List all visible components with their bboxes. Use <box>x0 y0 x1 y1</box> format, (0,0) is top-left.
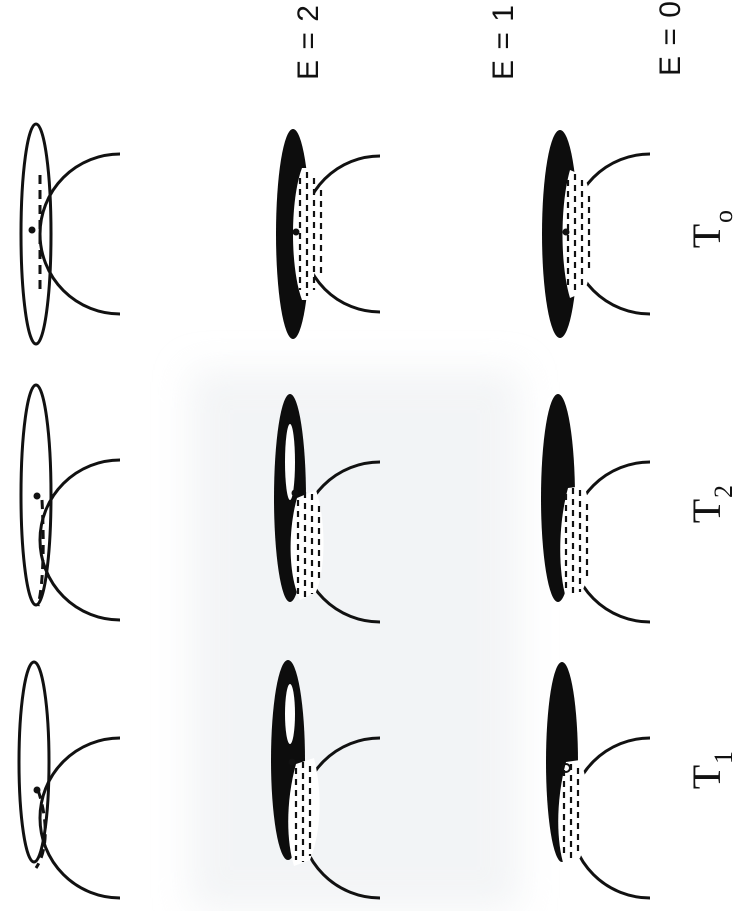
center-dot <box>563 229 570 236</box>
scan-shading <box>190 370 520 910</box>
row-label-e1: E = 1 <box>487 4 520 80</box>
center-dot <box>293 229 300 236</box>
hole <box>285 424 295 500</box>
svg-text:T: T <box>684 765 729 789</box>
svg-text:o: o <box>709 210 738 223</box>
svg-text:1: 1 <box>709 751 738 764</box>
row-label-e0: E = 0 <box>654 0 687 76</box>
svg-text:T: T <box>684 224 729 248</box>
center-dot <box>34 493 41 500</box>
center-dot <box>289 759 296 766</box>
center-dot <box>292 490 299 497</box>
hole <box>285 684 295 744</box>
center-dot <box>29 227 36 234</box>
svg-text:T: T <box>684 499 729 523</box>
row-label-e2: E = 2 <box>292 4 325 80</box>
svg-text:2: 2 <box>709 485 738 498</box>
center-dot <box>34 787 41 794</box>
